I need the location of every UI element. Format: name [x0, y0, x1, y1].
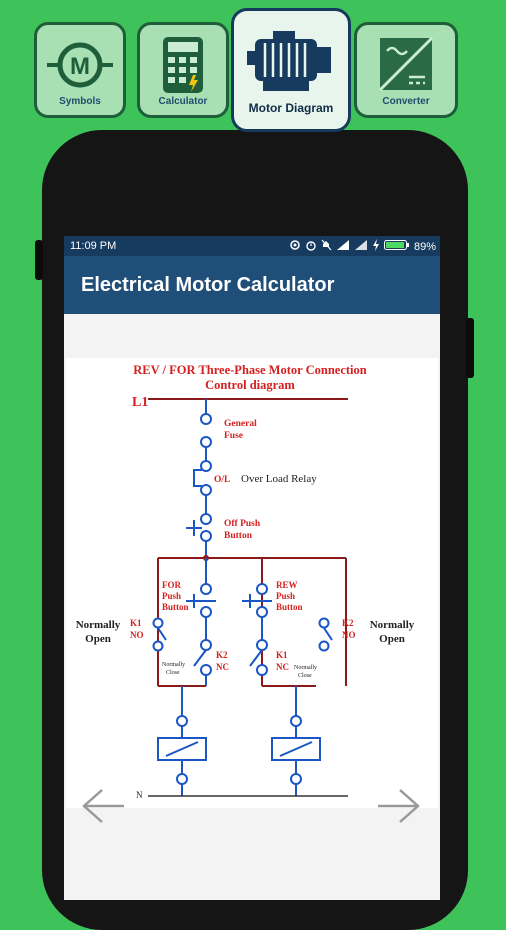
tab-converter[interactable]: Converter [354, 22, 458, 118]
motor-symbol-icon: M [37, 35, 123, 93]
normally-open-label: Open [85, 633, 111, 645]
rew-button-label: Push [276, 591, 295, 601]
ol-text: Over Load Relay [241, 473, 317, 485]
diagram-sheet: REV / FOR Three-Phase Motor Connection C… [66, 358, 438, 808]
content-area: REV / FOR Three-Phase Motor Connection C… [64, 314, 440, 900]
tab-motor-diagram[interactable]: Motor Diagram [231, 8, 351, 132]
tab-label: Calculator [158, 96, 208, 107]
k1-no-label: K1 [130, 618, 142, 628]
app-title: Electrical Motor Calculator [81, 274, 335, 296]
normally-close-label: Close [166, 670, 180, 676]
control-diagram: REV / FOR Three-Phase Motor Connection C… [76, 363, 415, 800]
ol-label: O/L [214, 475, 230, 485]
arrow-left-icon [82, 789, 124, 823]
reverse-branch [242, 583, 333, 676]
normally-close-label: Normally [294, 665, 317, 671]
main-circuit [186, 399, 212, 558]
fuse-label: General [224, 419, 257, 429]
for-button-label: Button [162, 602, 189, 612]
svg-text:M: M [70, 53, 90, 80]
converter-icon [357, 35, 455, 93]
status-time: 11:09 PM [70, 240, 117, 252]
k2-nc-label: NC [216, 662, 229, 672]
normally-close-label: Normally [162, 662, 185, 668]
k1-nc-label: NC [276, 662, 289, 672]
calculator-icon [140, 35, 226, 93]
charging-icon [372, 239, 380, 254]
contactor-coils [157, 686, 321, 796]
k2-no-label: NO [342, 630, 356, 640]
rew-button-label: REW [276, 580, 298, 590]
app-bar: Electrical Motor Calculator [64, 256, 440, 314]
battery-percent: 89% [413, 240, 436, 253]
tab-label: Converter [382, 96, 430, 107]
branch-wiring [157, 557, 347, 687]
tab-symbols[interactable]: M Symbols [34, 22, 126, 118]
diagram-subtitle: Control diagram [205, 378, 295, 392]
diagram-title: REV / FOR Three-Phase Motor Connection [133, 363, 366, 377]
silent-icon [321, 239, 332, 254]
normally-open-label: Normally [76, 619, 121, 631]
rew-button-label: Button [276, 602, 303, 612]
neutral-label: N [136, 790, 143, 800]
forward-branch [152, 558, 216, 686]
normally-open-label: Open [379, 633, 405, 645]
for-button-label: FOR [162, 580, 181, 590]
phone-side-button [35, 240, 43, 280]
tab-label: Symbols [59, 96, 101, 107]
electric-motor-icon [234, 29, 348, 95]
k1-no-label: NO [130, 630, 144, 640]
signal-icon [354, 239, 368, 254]
normally-open-label: Normally [370, 619, 415, 631]
off-button-label: Off Push [224, 519, 261, 529]
phone-screen: 11:09 PM 89% [64, 236, 440, 900]
phone-side-button [466, 318, 474, 378]
line-label: L1 [132, 395, 148, 410]
arrow-right-icon [378, 789, 420, 823]
alarm-icon [305, 239, 317, 254]
next-arrow-button[interactable] [376, 786, 422, 826]
normally-close-label: Close [298, 673, 312, 679]
previous-arrow-button[interactable] [80, 786, 126, 826]
status-icons: 89% [289, 239, 436, 254]
sync-icon [289, 239, 301, 254]
tab-label: Motor Diagram [248, 101, 334, 115]
status-bar: 11:09 PM 89% [64, 236, 440, 256]
fuse-label: Fuse [224, 431, 243, 441]
for-button-label: Push [162, 591, 181, 601]
off-button-label: Button [224, 531, 253, 541]
tab-calculator[interactable]: Calculator [137, 22, 229, 118]
k2-no-label: K2 [342, 618, 354, 628]
signal-icon [336, 239, 350, 254]
k1-nc-label: K1 [276, 650, 288, 660]
k2-nc-label: K2 [216, 650, 228, 660]
battery-icon [383, 239, 410, 254]
